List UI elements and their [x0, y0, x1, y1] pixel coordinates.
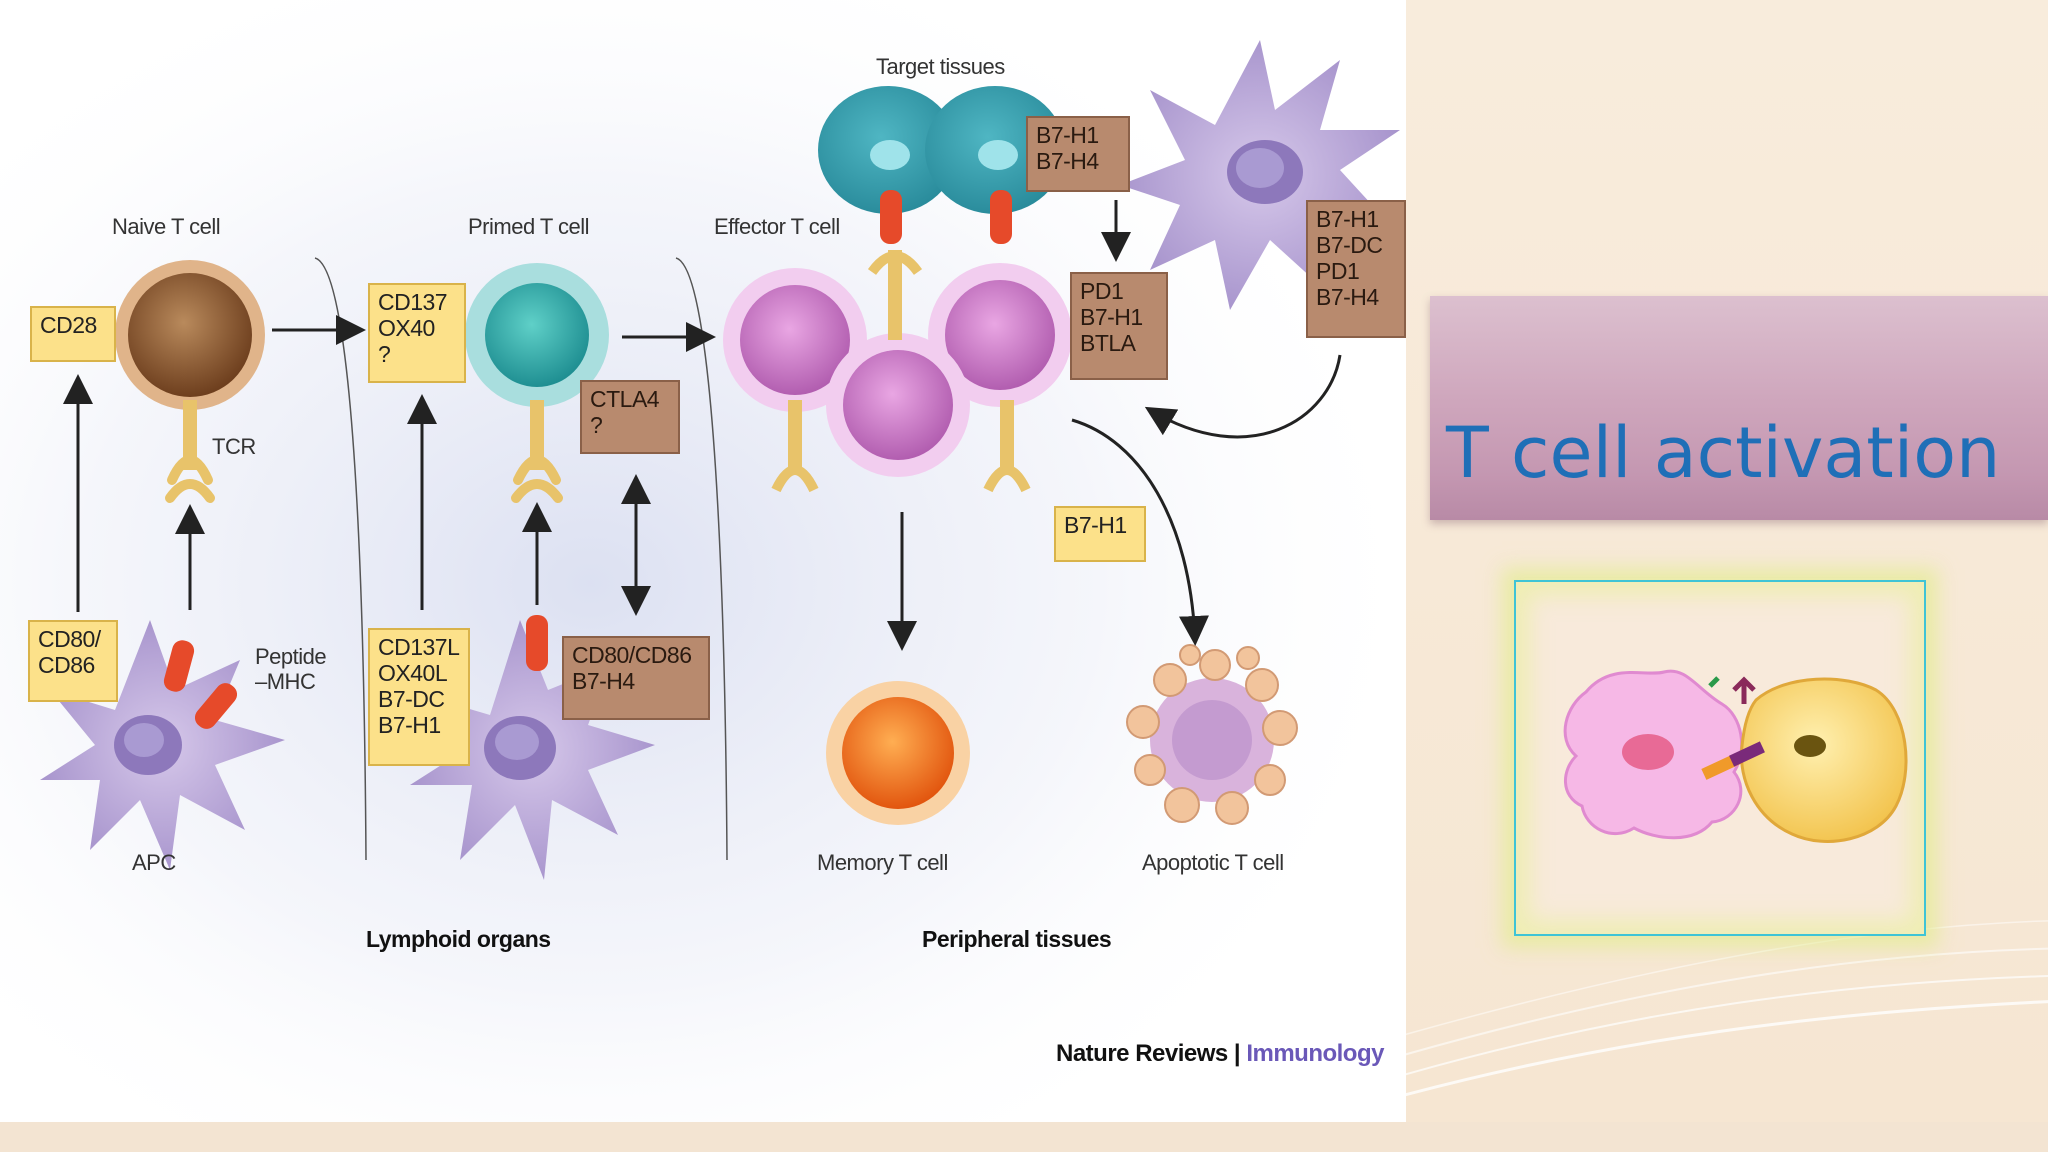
cd137-ox40-box: CD137 OX40 ?	[368, 283, 466, 383]
pd1-b7h1-btla-box: PD1 B7-H1 BTLA	[1070, 272, 1168, 380]
title-box	[1430, 296, 2048, 520]
apoptotic-t-cell-graphic	[1126, 644, 1298, 825]
memory-t-cell-label: Memory T cell	[817, 850, 948, 875]
cell-interaction-thumbnail	[1514, 580, 1926, 936]
slide-title: T cell activation	[1446, 412, 2001, 494]
decorative-swoosh	[1406, 920, 2048, 1097]
apc-cell-graphic	[40, 620, 285, 870]
cd137l-ligands-box: CD137L OX40L B7-DC B7-H1	[368, 628, 470, 766]
credit-section: Immunology	[1246, 1040, 1384, 1067]
lymphoid-organs-label: Lymphoid organs	[366, 926, 551, 952]
separator-line-1	[314, 257, 367, 861]
journal-credit: Nature Reviews | Immunology	[1056, 1040, 1384, 1068]
primed-t-cell-label: Primed T cell	[468, 214, 590, 239]
cd80-cd86-b7h4-box: CD80/CD86 B7-H4	[562, 636, 710, 720]
arrow-dc-to-effector	[1144, 354, 1342, 439]
effector-t-cell-label: Effector T cell	[714, 214, 840, 239]
separator-line-2	[675, 257, 728, 861]
peptide-mhc-label: Peptide –MHC	[255, 644, 327, 694]
naive-t-cell-graphic	[115, 260, 265, 503]
tcr-label: TCR	[212, 434, 256, 459]
apc-label: APC	[132, 850, 176, 875]
target-b7-box: B7-H1 B7-H4	[1026, 116, 1130, 192]
cd28-box: CD28	[30, 306, 116, 362]
dendritic-cell-graphic	[1120, 40, 1400, 310]
b7h1-box: B7-H1	[1054, 506, 1146, 562]
target-tissues-label: Target tissues	[876, 54, 1005, 79]
target-tissue-graphic	[818, 86, 1065, 244]
apc-t-cell-illustration	[1563, 669, 1908, 843]
memory-t-cell-graphic	[826, 681, 970, 825]
diagram-graphics	[0, 0, 1406, 1122]
ctla4-box: CTLA4 ?	[580, 380, 680, 454]
peripheral-tissues-label: Peripheral tissues	[922, 926, 1112, 952]
t-cell-regulation-diagram: Naive T cell Primed T cell Effector T ce…	[0, 0, 1406, 1122]
naive-t-cell-label: Naive T cell	[112, 214, 221, 239]
apoptotic-t-cell-label: Apoptotic T cell	[1142, 850, 1284, 875]
cd80-cd86-box: CD80/ CD86	[28, 620, 118, 702]
credit-separator: |	[1233, 1040, 1241, 1067]
dc-ligands-box: B7-H1 B7-DC PD1 B7-H4	[1306, 200, 1406, 338]
slide-bottom-strip	[0, 1122, 2048, 1152]
slide-right-background	[1406, 0, 2048, 1122]
primed-t-cell-graphic	[465, 263, 609, 503]
arrow-to-apoptotic	[1071, 418, 1209, 646]
credit-journal: Nature Reviews	[1056, 1040, 1228, 1067]
effector-t-cell-cluster	[723, 250, 1072, 493]
